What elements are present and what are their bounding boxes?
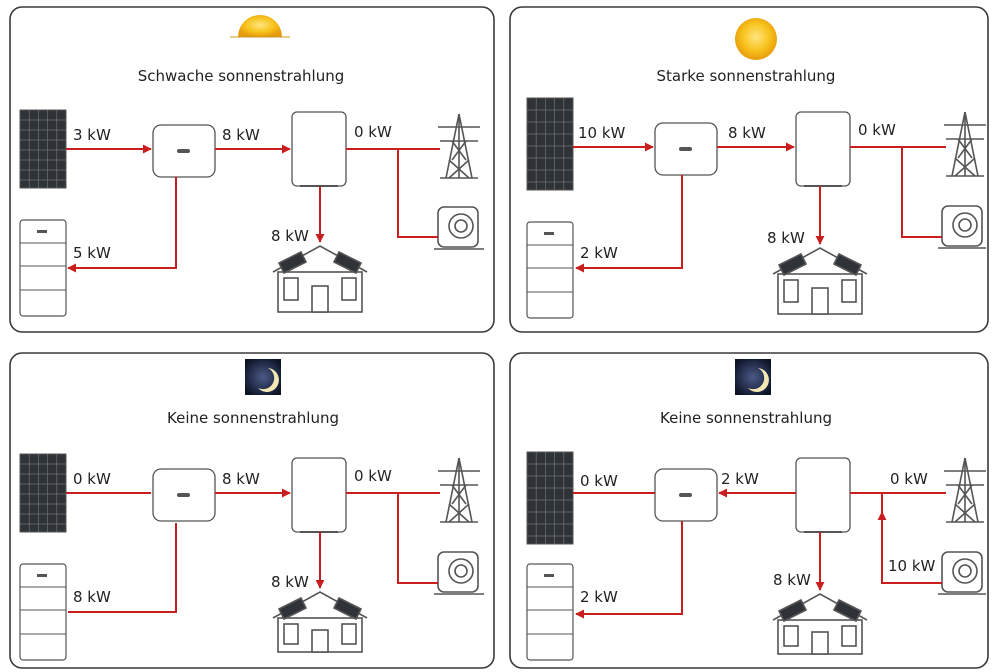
flow-generator-line [397, 493, 438, 584]
solar-panel-icon [19, 453, 67, 533]
meter-icon [795, 111, 851, 187]
meter-icon [291, 457, 347, 533]
house-icon [772, 247, 868, 315]
panel-frame [9, 6, 495, 333]
grid-tower-icon [944, 457, 986, 523]
generator-power-label: 10 kW [888, 557, 936, 575]
panel-title: Schwache sonnenstrahlung [138, 67, 345, 85]
generator-icon [938, 205, 986, 249]
house-power-label: 8 kW [271, 573, 309, 591]
battery-power-label: 2 kW [580, 244, 618, 262]
panel-title: Starke sonnenstrahlung [657, 67, 836, 85]
flow-lines [573, 488, 946, 619]
panel-title: Keine sonnenstrahlung [167, 409, 339, 427]
house-power-label: 8 kW [767, 229, 805, 247]
generator-icon [434, 551, 484, 595]
grid-power-label: 0 kW [354, 467, 392, 485]
battery-power-label: 2 kW [580, 588, 618, 606]
panel-1: Schwache sonnenstrahlung [9, 6, 495, 333]
meter-icon [291, 111, 347, 187]
flow-battery-line [68, 177, 177, 269]
moon-icon [735, 359, 771, 395]
inverter-power-label: 2 kW [721, 470, 759, 488]
battery-icon [526, 563, 574, 661]
flow-generator-line [397, 149, 438, 238]
grid-tower-icon [438, 457, 480, 523]
battery-icon [526, 221, 574, 319]
sun-full-icon [735, 18, 777, 60]
panel-4: Keine sonnenstrahlung [509, 352, 989, 669]
flow-lines [573, 142, 946, 273]
flow-battery-line [642, 521, 683, 615]
inverter-power-label: 8 kW [222, 126, 260, 144]
flow-generator-line [881, 536, 942, 584]
battery-icon [19, 563, 67, 661]
flow-lines [66, 144, 440, 273]
inverter-icon [654, 468, 718, 522]
battery-power-label: 5 kW [73, 244, 111, 262]
battery-power-label: 8 kW [73, 588, 111, 606]
inverter-icon [152, 124, 216, 178]
panel-frame [509, 6, 989, 333]
pv-power-label: 0 kW [73, 470, 111, 488]
grid-tower-icon [944, 111, 986, 177]
house-power-label: 8 kW [773, 571, 811, 589]
solar-panel-icon [526, 451, 574, 545]
grid-power-label: 0 kW [858, 121, 896, 139]
flow-battery-line [68, 523, 177, 613]
inverter-icon [152, 468, 216, 522]
panel-frame [509, 352, 989, 669]
meter-icon [795, 457, 851, 533]
panel-2: Starke sonnenstrahlung [509, 6, 989, 333]
generator-icon [938, 551, 986, 595]
battery-icon [19, 219, 67, 317]
pv-power-label: 3 kW [73, 126, 111, 144]
generator-icon [434, 206, 484, 250]
house-icon [272, 245, 368, 313]
flow-battery-line [642, 175, 683, 269]
pv-power-label: 0 kW [580, 472, 618, 490]
moon-icon [245, 359, 281, 395]
inverter-power-label: 8 kW [728, 124, 766, 142]
panel-frame [9, 352, 495, 669]
flow-lines [66, 488, 440, 613]
grid-power-label: 0 kW [890, 470, 928, 488]
sun-half-icon [230, 15, 290, 38]
grid-tower-icon [438, 113, 480, 179]
pv-power-label: 10 kW [578, 124, 626, 142]
inverter-icon [654, 122, 718, 176]
house-power-label: 8 kW [271, 227, 309, 245]
flow-generator-line [901, 147, 942, 238]
grid-power-label: 0 kW [354, 123, 392, 141]
solar-panel-icon [19, 109, 67, 189]
house-icon [272, 591, 368, 653]
solar-panel-icon [526, 97, 574, 191]
house-icon [772, 593, 868, 655]
panel-title: Keine sonnenstrahlung [660, 409, 832, 427]
inverter-power-label: 8 kW [222, 470, 260, 488]
panel-3: Keine sonnenstrahlung [9, 352, 495, 669]
